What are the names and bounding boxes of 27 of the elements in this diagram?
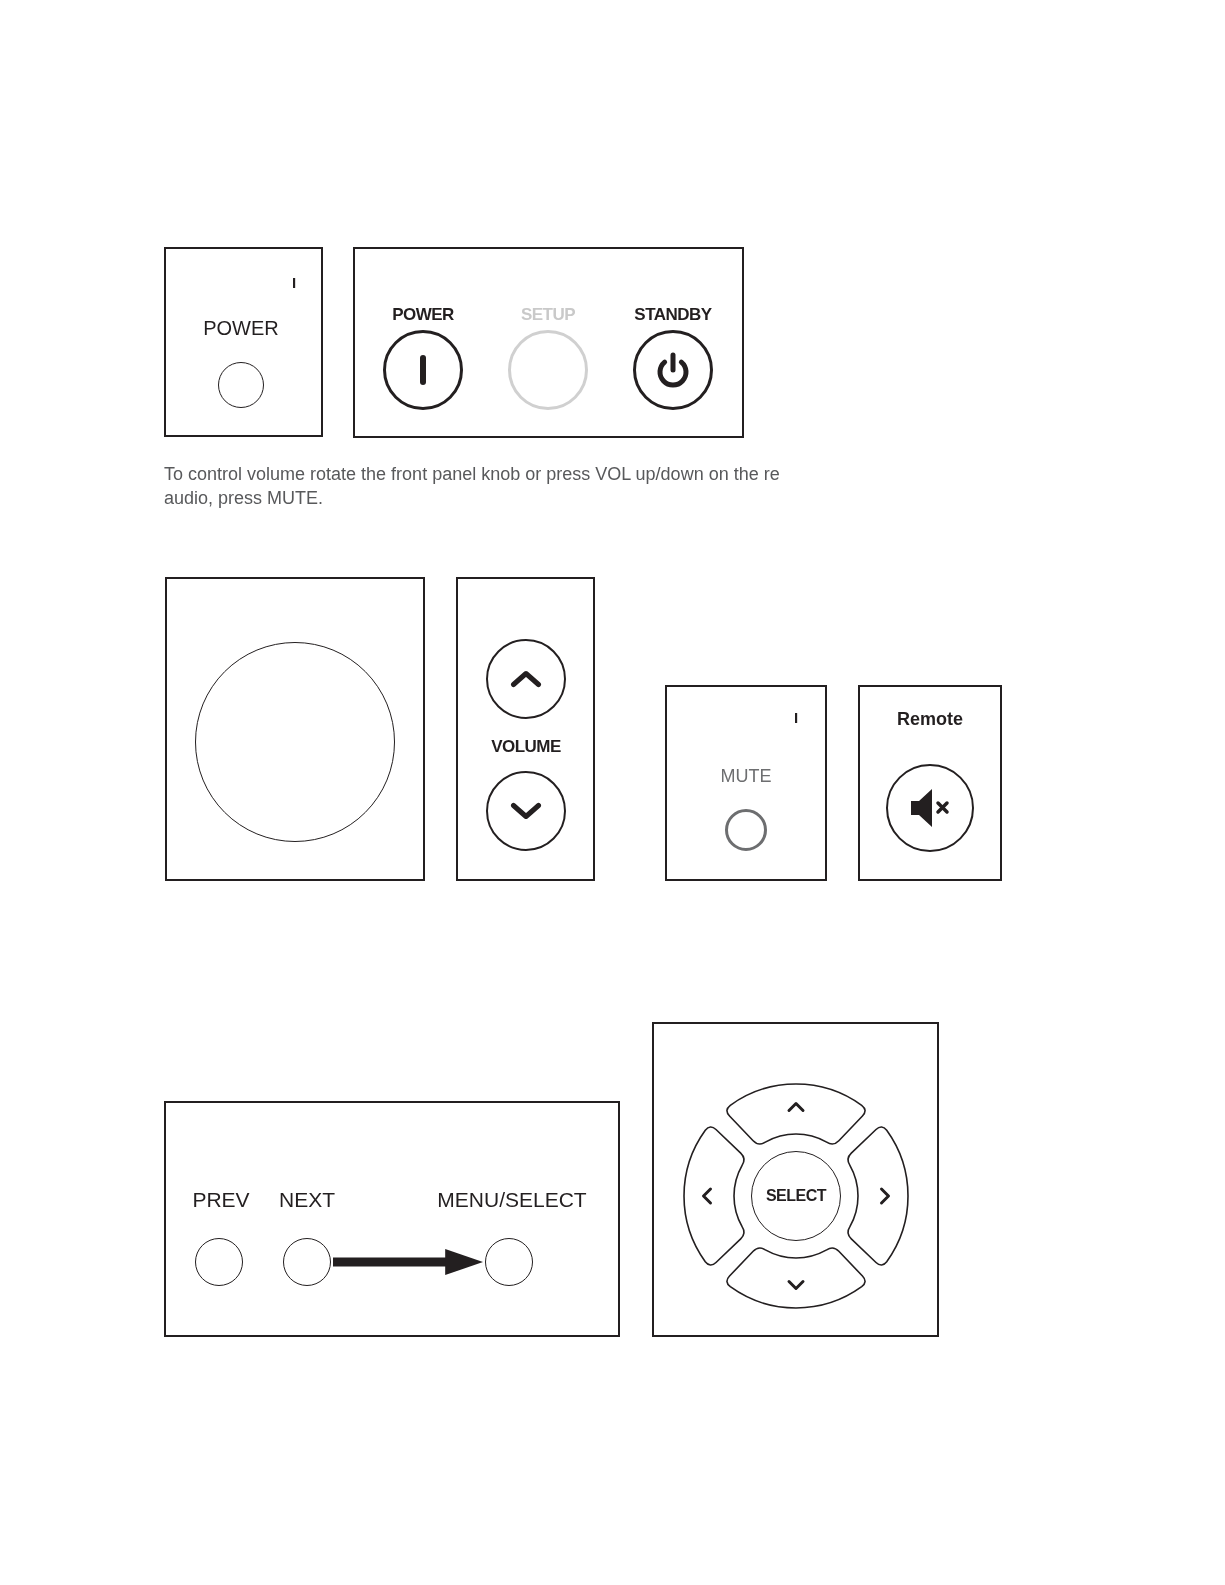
control-panel bbox=[164, 1101, 620, 1337]
navigation-panel bbox=[652, 1022, 939, 1337]
button-label: NEXT bbox=[279, 1187, 335, 1213]
panel-mark: I bbox=[291, 274, 297, 292]
button-label: PREV bbox=[192, 1187, 250, 1213]
button-label: POWER bbox=[203, 316, 279, 340]
button-label: STANDBY bbox=[634, 305, 712, 325]
volume-panel bbox=[456, 577, 595, 881]
round-button bbox=[195, 1238, 243, 1286]
round-button bbox=[725, 809, 767, 851]
arrow bbox=[333, 1248, 483, 1276]
round-button bbox=[485, 1238, 533, 1286]
remote-panel bbox=[858, 685, 1002, 881]
button-label: MENU/SELECT bbox=[437, 1187, 587, 1213]
panel-heading: Remote bbox=[897, 708, 963, 730]
control-panel bbox=[164, 247, 323, 437]
select-button: SELECT bbox=[751, 1151, 841, 1241]
round-button bbox=[283, 1238, 331, 1286]
control-panel bbox=[353, 247, 744, 438]
button-label: MUTE bbox=[720, 765, 772, 787]
button-label: POWER bbox=[392, 305, 454, 325]
round-button bbox=[218, 362, 264, 408]
control-panel bbox=[665, 685, 827, 881]
button-label: VOLUME bbox=[491, 737, 561, 757]
panel-mark: I bbox=[793, 709, 799, 727]
knob-panel bbox=[165, 577, 425, 881]
instruction-text: To control volume rotate the front panel knob or press VOL up/down on the re audio, press MUTE. bbox=[164, 463, 781, 510]
